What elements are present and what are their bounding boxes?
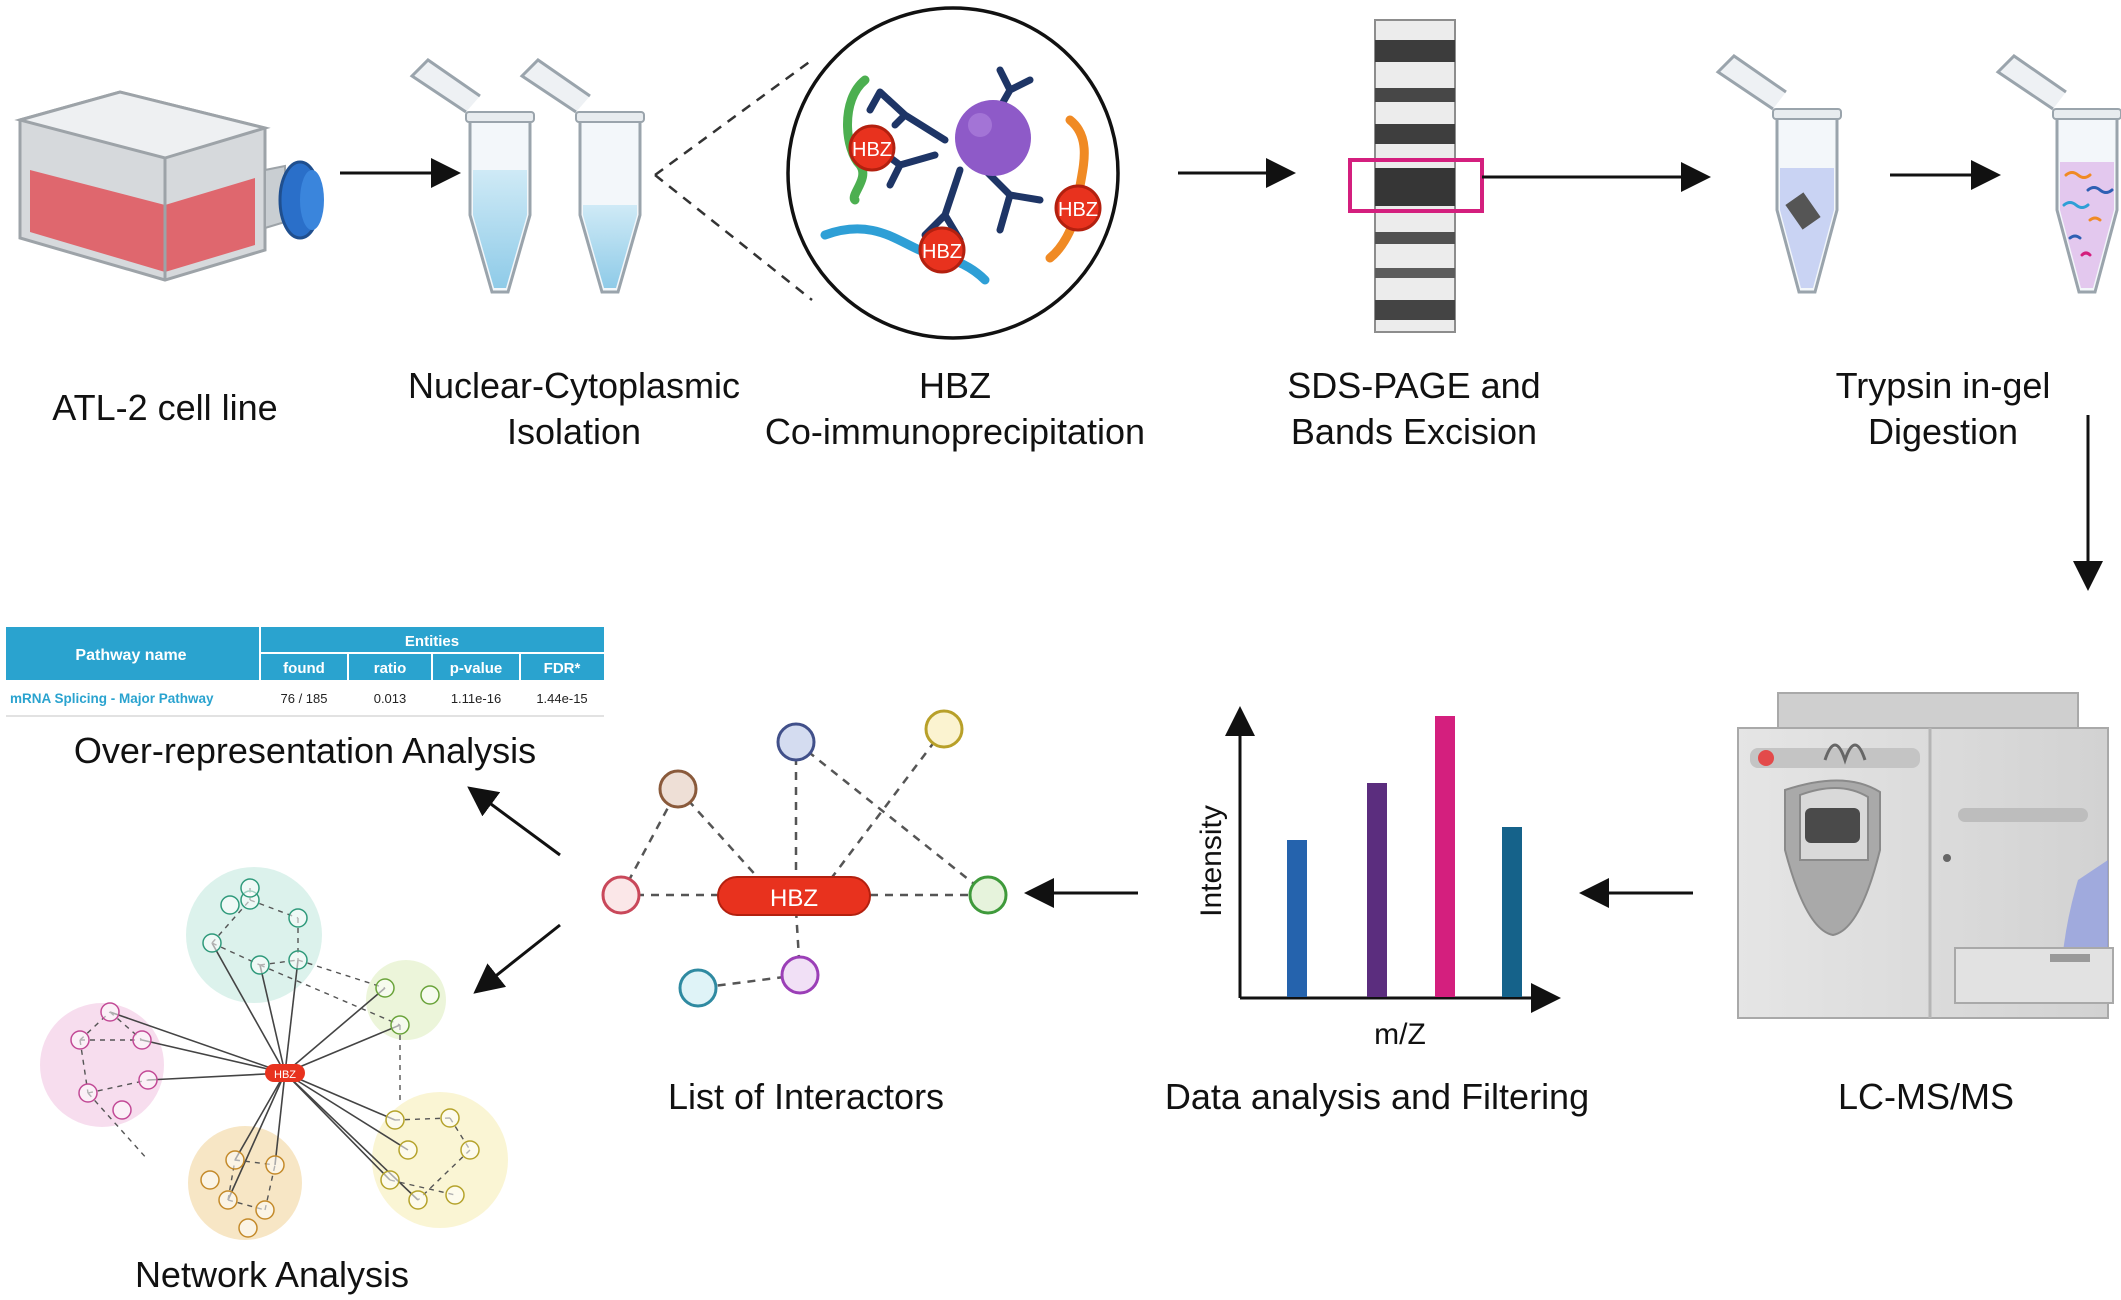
step-label-lcms: LC-MS/MS <box>1838 1076 2014 1117</box>
interactor-network: HBZ <box>601 709 1008 1008</box>
microtube-peptides-icon <box>1995 54 2121 294</box>
co-ip-magnified-view: HBZ HBZ HBZ <box>786 6 1120 340</box>
step-label-digestion-2: Digestion <box>1868 411 2018 452</box>
network-hbz-label: HBZ <box>274 1069 296 1081</box>
zoom-line <box>654 58 813 177</box>
step-label-sds-1: SDS-PAGE and <box>1287 365 1540 406</box>
step-label-interactors: List of Interactors <box>668 1076 944 1117</box>
step-label-data-analysis: Data analysis and Filtering <box>1165 1076 1589 1117</box>
step-label-isolation-1: Nuclear-Cytoplasmic <box>408 365 740 406</box>
intensity-bar <box>1502 827 1522 997</box>
hbz-node-label: HBZ <box>770 885 818 912</box>
table-cell-pathway: mRNA Splicing - Major Pathway <box>10 691 214 706</box>
zoom-line <box>654 174 813 301</box>
arrow <box>473 923 561 994</box>
intensity-bar <box>1367 783 1387 997</box>
intensity-bar <box>1287 840 1307 997</box>
interactor-node <box>780 955 820 995</box>
hbz-tag: HBZ <box>1058 199 1098 221</box>
y-axis-label: Intensity <box>1195 805 1228 917</box>
table-cell-found: 76 / 185 <box>281 691 328 706</box>
step-label-digestion-1: Trypsin in-gel <box>1836 365 2051 406</box>
table-cell-pvalue: 1.11e-16 <box>451 691 501 706</box>
interactor-node <box>658 769 698 809</box>
interactor-node <box>601 875 641 915</box>
interactor-node <box>776 722 816 762</box>
hbz-tag: HBZ <box>852 139 892 161</box>
table-col-ratio: ratio <box>374 660 407 677</box>
microtube-icon <box>519 58 645 294</box>
intensity-bar <box>1435 716 1455 997</box>
table-cell-ratio: 0.013 <box>374 691 407 706</box>
table-cell-fdr: 1.44e-15 <box>536 691 587 706</box>
arrow <box>467 786 561 857</box>
table-col-fdr: FDR* <box>544 660 581 677</box>
table-header-pathway: Pathway name <box>75 647 186 664</box>
microtube-icon <box>409 58 535 294</box>
table-header-entities: Entities <box>405 633 459 650</box>
interactor-node <box>678 968 718 1008</box>
step-label-cell-line: ATL-2 cell line <box>52 387 277 428</box>
x-axis-label: m/Z <box>1374 1018 1426 1051</box>
interactor-node <box>968 875 1008 915</box>
cell-culture-flask-icon <box>14 90 324 282</box>
hbz-tag: HBZ <box>922 241 962 263</box>
step-label-isolation-2: Isolation <box>507 411 641 452</box>
table-col-found: found <box>283 660 325 677</box>
table-col-pvalue: p-value <box>450 660 503 677</box>
lc-ms-instrument-icon <box>1737 692 2114 1019</box>
step-label-sds-2: Bands Excision <box>1291 411 1537 452</box>
step-label-coip-1: HBZ <box>919 365 991 406</box>
step-label-network: Network Analysis <box>135 1254 409 1295</box>
sds-page-gel-icon <box>1348 19 1484 333</box>
pathway-table: Pathway name Entities found ratio p-valu… <box>6 627 604 717</box>
step-label-ora: Over-representation Analysis <box>74 730 536 771</box>
network-analysis-graph: HBZ <box>40 867 508 1240</box>
interactor-node <box>924 709 964 749</box>
step-label-coip-2: Co-immunoprecipitation <box>765 411 1145 452</box>
mass-spec-chart: m/Z Intensity <box>1195 706 1561 1051</box>
microtube-gel-piece-icon <box>1715 54 1842 294</box>
